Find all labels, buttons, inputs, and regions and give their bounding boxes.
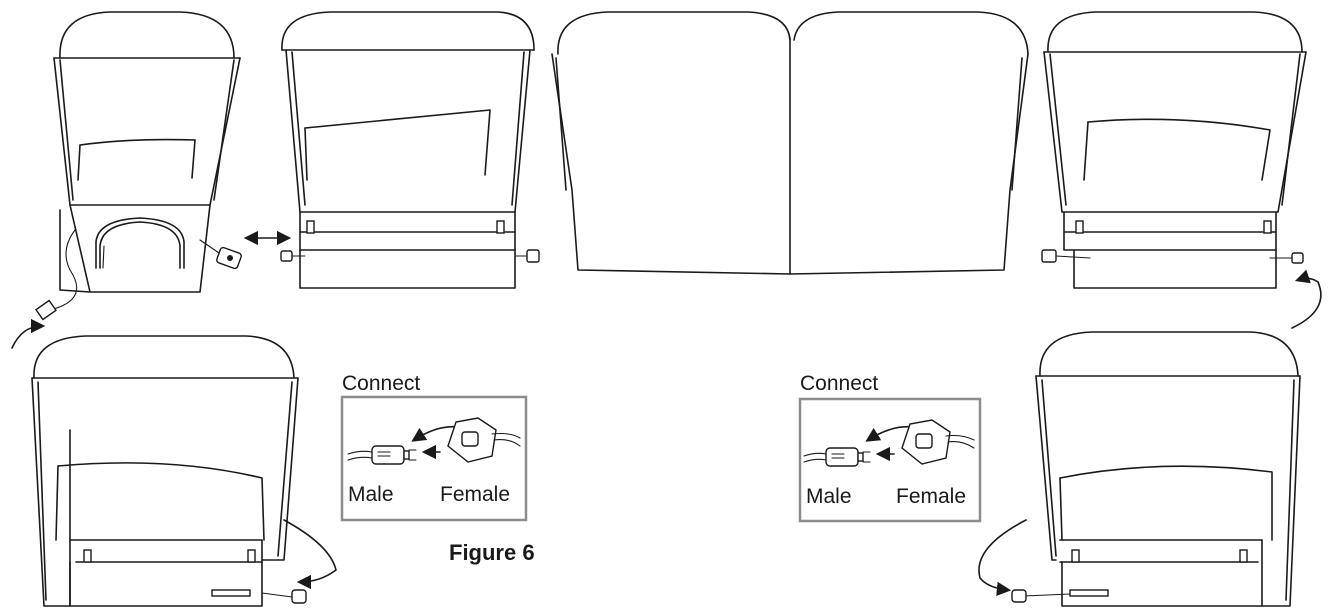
female-plug-icon — [1041, 249, 1091, 263]
male-plug-icon — [803, 447, 871, 467]
connect-title: Connect — [800, 372, 878, 395]
curved-arrow-icon — [1291, 269, 1322, 329]
corner-wedge-section — [551, 11, 1029, 275]
female-plug-icon — [447, 417, 521, 463]
curved-arrow-icon — [283, 519, 337, 590]
male-plug-icon — [1011, 589, 1071, 603]
male-label: Male — [348, 483, 394, 506]
connect-panel: Connect Male Female — [340, 372, 528, 522]
curved-arrow-icon — [978, 519, 1027, 597]
vent-grille-icon — [211, 589, 251, 597]
armless-recliner-seat — [281, 11, 535, 289]
female-plug-icon — [514, 249, 540, 263]
power-recliner-seat — [53, 11, 241, 293]
connect-title: Connect — [342, 372, 420, 395]
female-label: Female — [896, 485, 966, 508]
armless-recliner-seat — [1043, 11, 1307, 289]
female-label: Female — [440, 483, 510, 506]
power-cord-icon — [35, 229, 242, 321]
curved-arrow-icon — [11, 318, 46, 349]
power-recliner-seat — [31, 335, 299, 607]
male-label: Male — [806, 485, 852, 508]
connect-panel: Connect Male Female — [798, 372, 982, 523]
female-plug-icon — [261, 589, 307, 604]
male-plug-icon — [347, 445, 417, 465]
male-plug-icon — [1269, 252, 1304, 264]
female-plug-icon — [901, 419, 975, 465]
vent-grille-icon — [1069, 589, 1109, 597]
figure-caption: Figure 6 — [449, 540, 535, 565]
power-recliner-seat — [1035, 331, 1301, 607]
male-plug-icon — [280, 250, 306, 262]
